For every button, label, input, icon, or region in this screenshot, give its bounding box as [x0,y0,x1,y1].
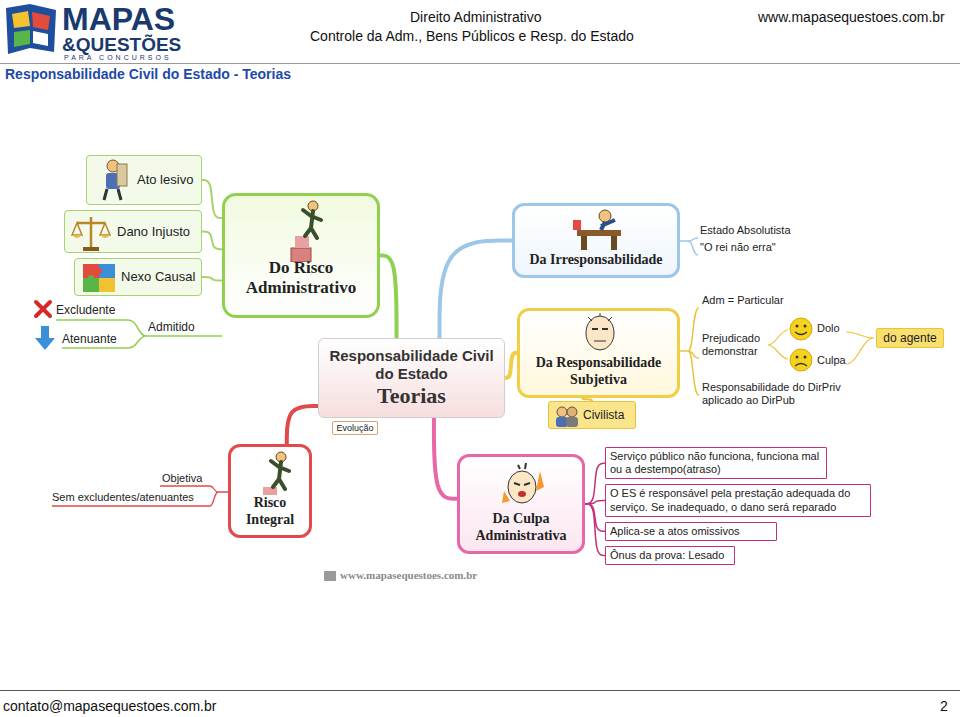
branch-connector [440,241,512,339]
header-rule [0,63,960,64]
node-text: Serviço público não funciona, funciona m… [610,450,822,476]
note: Atenuante [62,332,117,346]
item-box: Serviço público não funciona, funciona m… [605,447,827,479]
node-text: Teorias [325,383,498,409]
node-text: Responsabilidade Civil do Estado [325,347,498,383]
clipart [571,208,627,252]
note: Admitido [148,320,195,334]
node-text: Da Culpa Administrativa [464,511,578,545]
clipart [81,260,117,294]
branch-connector [585,504,605,556]
sad-face [790,349,812,371]
logo-text: MAPAS [62,0,175,38]
branch-box: Da Irresponsabilidade [512,203,680,278]
node-text: Aplica-se a atos omissivos [610,525,772,538]
branch-box: Da Responsabilidade Subjetiva [517,308,680,398]
branch-box: Risco Integral [228,444,312,538]
clipart [71,213,111,253]
note: Prejudicado demonstrar [702,332,770,358]
branch-connector [505,353,517,378]
header-text: www.mapasequestoes.com.br [758,9,945,26]
logo-text: &QUESTÕES [62,34,181,57]
node-text: Ato lesivo [137,172,197,188]
clipart [500,461,548,509]
branch-connector [202,180,222,218]
node-text: Dano Injusto [117,224,197,240]
page-title: Responsabilidade Civil do Estado - Teori… [5,66,291,83]
happy-face [790,318,812,340]
item-box: O ES é responsável pela prestação adequa… [605,484,871,516]
branch-box: Da Culpa Administrativa [457,454,585,554]
branch-box: Do Risco Administrativo [222,193,380,318]
note: Sem excludentes/atenuantes [52,491,194,504]
clipart [287,200,327,262]
branch-connector [585,463,605,504]
tag-box: do agente [876,328,944,348]
leader-line [846,332,874,364]
clipart [255,451,291,495]
branch-connector [202,277,222,281]
branch-connector [202,232,222,250]
footer-text: contato@mapasequestoes.com.br [3,698,216,715]
node-text: Da Irresponsabilidade [521,252,671,269]
header-text: Direito Administrativo [410,9,542,26]
footer-rule [0,690,960,691]
note: Responsabilidade do DirPriv aplicado ao … [702,381,852,407]
node-text: Do Risco Administrativo [231,258,371,299]
bracket-line [52,486,228,506]
branch-connector [434,418,457,499]
leader-line [768,330,788,359]
item-box: Aplica-se a atos omissivos [605,522,777,541]
atenuante-symbol [35,326,55,350]
node-text: Ônus da prova: Lesado [610,549,730,562]
note: Dolo [817,322,840,335]
clipart [553,404,581,428]
node-text: Nexo Causal [121,269,197,285]
bracket-line [56,320,222,348]
branch-connector [287,406,318,444]
watermark-icon [324,571,336,581]
leaf-box: Nexo Causal [74,258,202,296]
node-text: Evolução [335,423,375,434]
note: Culpa [817,354,846,367]
note: "O rei não erra" [700,241,776,254]
note: Adm = Particular [702,294,784,307]
note: Estado Absolutista [700,224,791,237]
leaf-box: Dano Injusto [64,210,202,253]
logo-icon [6,4,56,54]
item-box: Ônus da prova: Lesado [605,546,735,565]
root-box: Responsabilidade Civil do EstadoTeorias [318,338,505,418]
header-text: Controle da Adm., Bens Públicos e Resp. … [310,28,634,45]
node-text: O ES é responsável pela prestação adequa… [610,487,866,513]
note: Objetiva [162,472,202,485]
bracket-line [680,308,699,395]
page-number: 2 [940,698,948,715]
bracket-line [680,238,698,255]
note-box: Evolução [332,421,378,435]
excludente-symbol [36,302,50,316]
node-text: Civilista [583,408,631,422]
note: Excludente [56,303,115,317]
clipart [93,158,133,202]
tag-box: Civilista [548,401,636,429]
node-text: Da Responsabilidade Subjetiva [526,355,671,389]
clipart [580,313,620,353]
watermark: www.mapasequestoes.com.br [340,569,477,582]
logo-text: PARA CONCURSOS [64,54,172,62]
node-text: do agente [880,331,940,345]
leaf-box: Ato lesivo [86,155,202,205]
node-text: Risco Integral [235,495,305,529]
branch-connector [380,256,397,339]
